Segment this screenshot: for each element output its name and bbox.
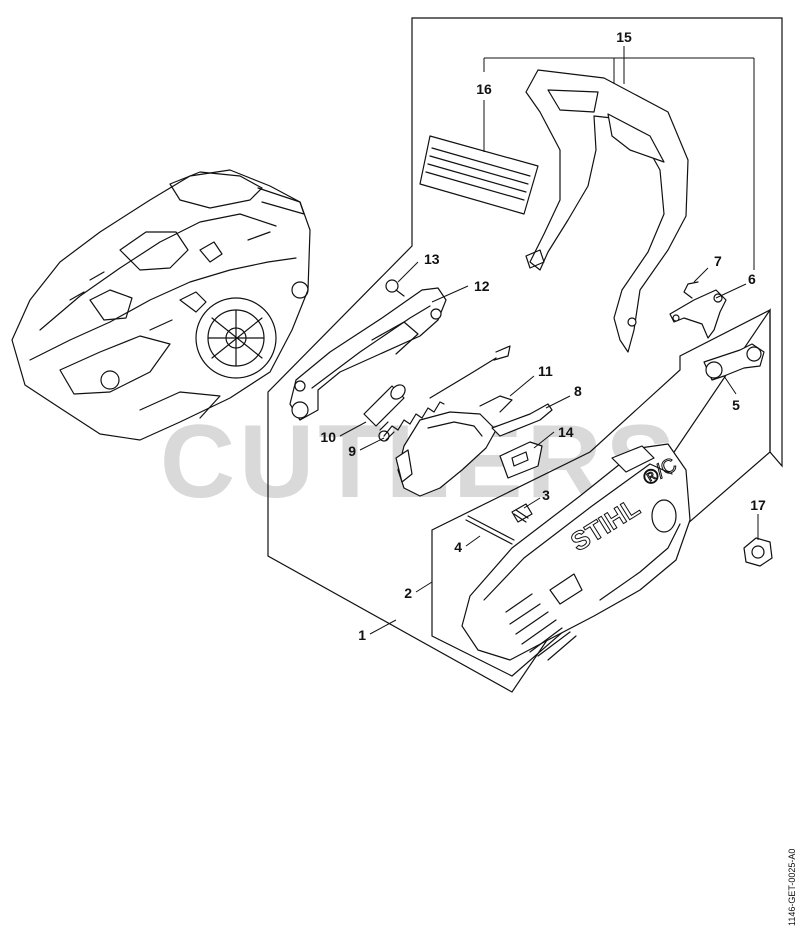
leader-lines [339, 46, 759, 635]
brake-lever [289, 287, 447, 421]
callout-3: 3 [542, 487, 550, 503]
joint-5 [703, 343, 765, 381]
spring-9 [378, 401, 445, 442]
callout-12: 12 [474, 278, 490, 294]
reference-code: 1146-GET-0025-A0 [787, 849, 797, 926]
pin-3 [511, 503, 533, 523]
callout-6: 6 [748, 271, 756, 287]
callout-17: 17 [750, 497, 766, 513]
sleeve-10 [363, 384, 406, 427]
callout-13: 13 [424, 251, 440, 267]
callout-11: 11 [538, 363, 553, 379]
brake-band-11 [395, 345, 513, 497]
callout-5: 5 [732, 397, 740, 413]
screw-13 [385, 279, 405, 297]
engine-assembly [11, 169, 311, 441]
warning-label [419, 135, 539, 215]
circlip-7 [683, 281, 699, 299]
bracket-8 [491, 403, 553, 437]
callout-2: 2 [404, 585, 412, 601]
callout-16: 16 [476, 81, 492, 97]
sprocket-cover: STIHL ®/C [461, 443, 691, 661]
callout-1: 1 [358, 627, 366, 643]
callout-7: 7 [714, 253, 722, 269]
hand-guard [525, 69, 689, 353]
callout-14: 14 [558, 424, 574, 440]
callout-15: 15 [616, 29, 632, 45]
link-6 [669, 289, 727, 339]
callout-labels: 15 16 13 12 7 6 11 8 14 5 10 9 3 4 17 2 … [320, 29, 766, 643]
nut-17 [743, 537, 773, 567]
cover-frame [431, 309, 771, 677]
slide-14 [499, 441, 543, 479]
callout-10: 10 [320, 429, 336, 445]
callout-4: 4 [454, 539, 462, 555]
callout-9: 9 [348, 443, 356, 459]
pin-4 [465, 515, 515, 545]
callout-8: 8 [574, 383, 582, 399]
